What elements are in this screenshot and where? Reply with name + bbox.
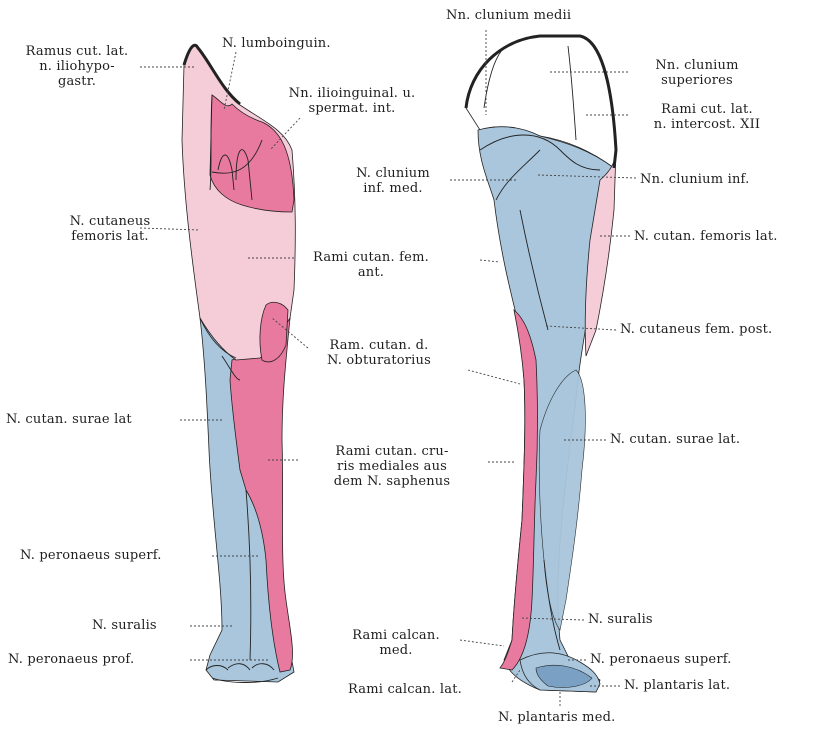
label-line: N. peronaeus superf. [590,652,732,667]
label-line: Nn. clunium medii [446,8,571,23]
label-line: N. obturatorius [304,353,454,368]
label-line: N. suralis [588,612,653,627]
label-line: inf. med. [338,181,448,196]
label-n-cutaneus-fem-post: N. cutaneus fem. post. [620,322,772,337]
label-rami-cutan-fem-ant: Rami cutan. fem. ant. [296,250,446,280]
label-nn-clunium-superiores: Nn. clunium superiores [632,58,762,88]
label-line: Rami cutan. cru- [302,444,482,459]
label-line: spermat. int. [262,101,442,116]
label-line: Rami cutan. fem. [296,250,446,265]
label-line: Nn. clunium inf. [640,172,749,187]
label-line: N. peronaeus superf. [20,548,162,563]
label-nn-ilioinguinal: Nn. ilioinguinal. u. spermat. int. [262,86,442,116]
label-line: N. lumboinguin. [222,36,331,51]
label-line: superiores [632,73,762,88]
label-n-plantaris-lat: N. plantaris lat. [624,678,730,693]
label-n-cutan-surae-lat-back: N. cutan. surae lat. [610,432,740,447]
label-line: Nn. clunium [632,58,762,73]
label-n-suralis-front: N. suralis [92,618,157,633]
label-line: N. clunium [338,166,448,181]
label-line: N. cutan. surae lat [6,412,132,427]
label-rami-cut-lat-intercost: Rami cut. lat. n. intercost. XII [632,102,782,132]
label-n-cutaneus-femoris-lat: N. cutaneus femoris lat. [40,214,180,244]
label-line: n. iliohypo- [2,59,152,74]
label-line: N. cutaneus [40,214,180,229]
back-leg [466,36,616,692]
label-rami-calcan-med: Rami calcan. med. [336,628,456,658]
leader-obturatorius-back [468,370,520,384]
label-n-peronaeus-prof: N. peronaeus prof. [8,652,134,667]
label-line: N. plantaris med. [498,710,615,725]
label-line: femoris lat. [40,229,180,244]
label-line: ris mediales aus [302,459,482,474]
label-n-plantaris-med: N. plantaris med. [498,710,615,725]
label-line: Ramus cut. lat. [2,44,152,59]
label-line: N. suralis [92,618,157,633]
label-line: Nn. ilioinguinal. u. [262,86,442,101]
front-leg [182,45,295,682]
label-n-peronaeus-superf-back: N. peronaeus superf. [590,652,732,667]
label-ramus-cut-lat: Ramus cut. lat. n. iliohypo- gastr. [2,44,152,89]
label-line: n. intercost. XII [632,117,782,132]
label-line: N. plantaris lat. [624,678,730,693]
label-nn-clunium-inf: Nn. clunium inf. [640,172,749,187]
label-rami-calcan-lat: Rami calcan. lat. [348,682,462,697]
label-line: Ram. cutan. d. [304,338,454,353]
label-line: N. cutan. surae lat. [610,432,740,447]
label-line: med. [336,643,456,658]
label-rami-cutan-cruris: Rami cutan. cru- ris mediales aus dem N.… [302,444,482,489]
label-nn-clunium-medii: Nn. clunium medii [446,8,571,23]
label-line: gastr. [2,74,152,89]
leader-rami-fem-back [480,260,500,262]
label-n-cutan-surae-lat-front: N. cutan. surae lat [6,412,132,427]
label-line: N. cutan. femoris lat. [634,229,778,244]
label-line: Rami calcan. [336,628,456,643]
label-line: ant. [296,265,446,280]
back-blue-zone [478,127,614,692]
label-n-lumboinguin: N. lumboinguin. [222,36,331,51]
leader-calcan-med [460,640,504,646]
label-n-peronaeus-superf-front: N. peronaeus superf. [20,548,162,563]
label-n-suralis-back: N. suralis [588,612,653,627]
label-line: Rami calcan. lat. [348,682,462,697]
label-line: Rami cut. lat. [632,102,782,117]
label-ram-cutan-obturatorius: Ram. cutan. d. N. obturatorius [304,338,454,368]
label-n-clunium-inf-med: N. clunium inf. med. [338,166,448,196]
label-line: dem N. saphenus [302,474,482,489]
label-line: N. peronaeus prof. [8,652,134,667]
label-n-cutan-femoris-lat-back: N. cutan. femoris lat. [634,229,778,244]
label-line: N. cutaneus fem. post. [620,322,772,337]
